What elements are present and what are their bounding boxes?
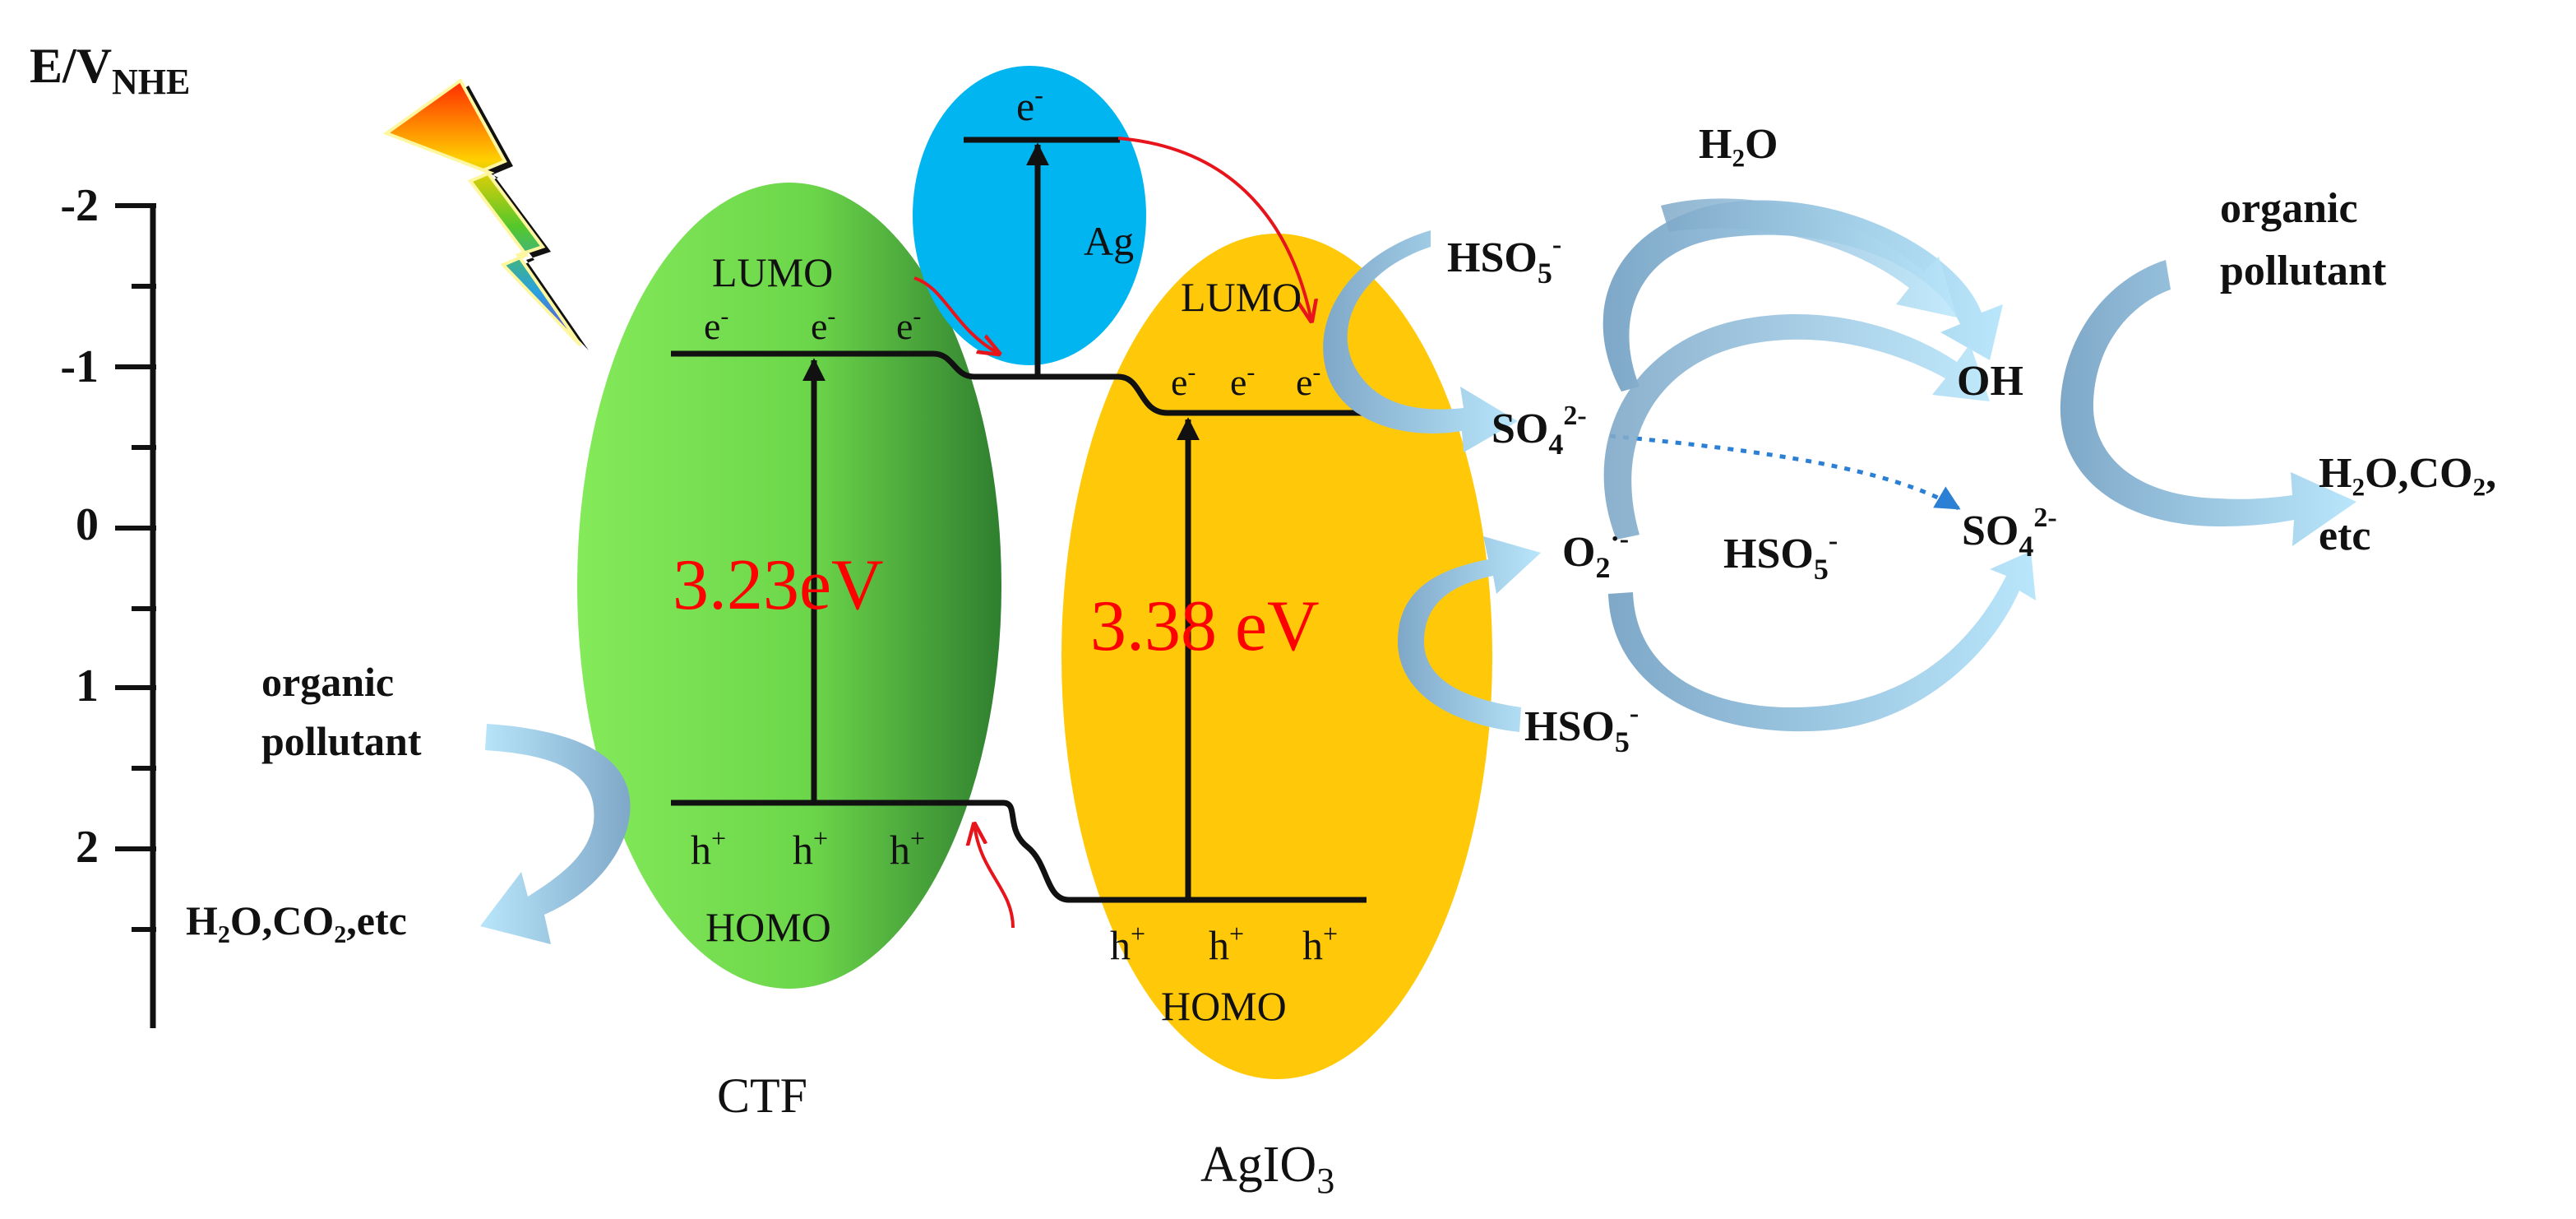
agio3-electron: e- [1296,359,1320,403]
agio3-hole: h+ [1110,919,1145,968]
hso5-label-upper: HSO5- [1447,229,1561,290]
left-pollutant-label: organic [261,659,394,705]
ag-name: Ag [1084,218,1134,264]
ag-electron: e- [1016,80,1043,129]
right-pollutant-label: pollutant [2220,248,2387,294]
agio3-hole: h+ [1302,919,1338,968]
oh-radical-label: OH [1957,358,2023,405]
axis-tick-label: -2 [60,180,99,231]
so4-label-left: SO42- [1491,401,1587,461]
ctf-hole: h+ [691,823,726,873]
hso5-to-so4-flow-arrow [1323,230,1518,452]
ctf-electron: e- [704,303,728,347]
band-levels [671,137,1367,903]
ctf-name: CTF [717,1068,807,1123]
hso5-to-o2-flow-arrow [1398,536,1541,732]
agio3-ellipse [1061,234,1492,1079]
ctf-band-gap: 3.23eV [673,545,884,625]
agio3-name: AgIO3 [1200,1137,1334,1201]
axis-tick-label: 0 [76,499,99,550]
o2-to-so4-flow-arrow [1608,551,2036,732]
agio3-electron: e- [1230,359,1255,403]
axis-tick-label: 2 [76,822,99,873]
ctf-to-ag-transfer-arrow [913,276,999,354]
left-pollutant-label: pollutant [261,718,422,764]
left-product-label: H₂O,CO₂,etc [186,897,407,943]
agio3-band-gap: 3.38 eV [1090,586,1320,666]
axis-label: E/VNHE [30,39,190,102]
ctf-hole: h+ [890,823,925,873]
o2-radical-label: O2·- [1562,524,1629,584]
hso5-label-lower: HSO5- [1524,698,1639,758]
right-pollutant-label: organic [2220,185,2358,232]
h2o-label: H₂O [1699,121,1778,168]
ag-to-agio3-transfer-arrow [1117,137,1311,321]
axis-tick-label: 1 [76,660,99,711]
so4-dotted-arrow [1609,433,1961,511]
energy-axis [115,203,156,1028]
agio3-electron: e- [1171,359,1196,403]
o2-to-oh-flow-arrow [1603,314,1990,540]
ctf-lumo-label: LUMO [712,249,833,295]
agio3-homo-label: HOMO [1161,983,1287,1029]
h2o-to-oh-flow-arrow [1661,198,1957,317]
agio3-hole: h+ [1209,919,1244,968]
ctf-hole: h+ [793,823,828,873]
right-pollutant-flow-arrow [2060,260,2356,546]
right-product-label: etc [2319,512,2370,559]
hso5-label-center: HSO5- [1723,526,1838,586]
ctf-homo-label: HOMO [705,904,831,950]
ctf-ellipse [577,183,1001,989]
axis-tick-label: -1 [60,341,99,392]
so4-to-oh-flow-arrow [1602,200,2003,392]
ctf-electron: e- [811,303,835,347]
hole-transfer-arrow [974,824,1015,929]
light-bolt-icon [382,78,589,350]
agio3-lumo-label: LUMO [1181,274,1302,320]
so4-label-right: SO42- [1962,503,2057,563]
right-product-label: H₂O,CO₂, [2319,450,2496,497]
flow-arrows [480,198,2356,944]
ctf-electron: e- [896,303,921,347]
left-pollutant-flow-arrow [480,724,631,944]
